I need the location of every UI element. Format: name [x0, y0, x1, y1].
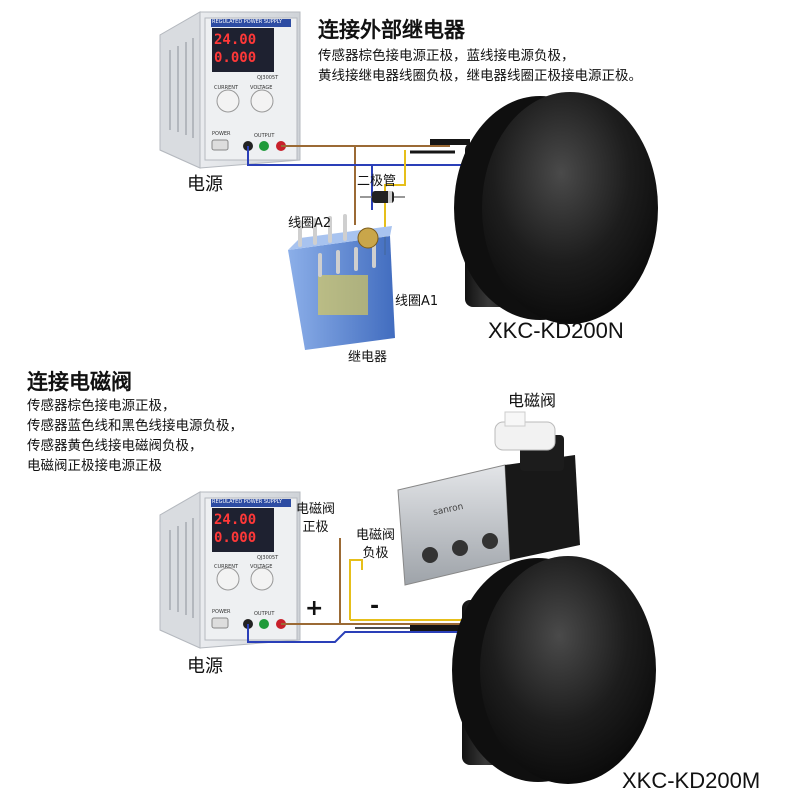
relay-label: 继电器	[348, 350, 388, 365]
section1-title: 连接外部继电器	[318, 18, 465, 42]
valve-negative-label: 电磁阀 负极	[356, 527, 395, 563]
power-supply-1	[159, 11, 301, 169]
psu1-current-label: CURRENT	[214, 85, 239, 91]
section2-description: 传感器棕色接电源正极， 传感器蓝色线和黑色线接电源负极， 传感器黄色线接电磁阀负…	[27, 396, 243, 476]
psu2-output-label: OUTPUT	[254, 611, 275, 617]
psu1-output-label: OUTPUT	[254, 133, 275, 139]
section1-description: 传感器棕色接电源正极，蓝线接电源负极， 黄线接继电器线圈负极，继电器线圈正极接电…	[318, 46, 642, 86]
psu2-model-no: QJ3005T	[257, 555, 279, 561]
section2-desc-line4: 电磁阀正极接电源正极	[27, 458, 162, 474]
coil-a1-label: 线圈A1	[395, 294, 439, 309]
psu2-voltage-label: VOLTAGE	[250, 564, 273, 570]
section2-power-label: 电源	[187, 656, 223, 677]
psu2-brand: REGULATED POWER SUPPLY	[212, 499, 282, 505]
section1-power-label: 电源	[187, 174, 223, 195]
relay	[288, 214, 395, 350]
psu2-voltage-readout: 24.00	[214, 512, 257, 528]
wires-section-2	[247, 538, 470, 643]
minus-sign: -	[370, 594, 380, 619]
plus-sign: +	[305, 596, 324, 621]
psu1-display: 24.00 0.000	[214, 31, 272, 67]
section2-desc-line2: 传感器蓝色线和黑色线接电源负极，	[27, 418, 243, 434]
psu1-voltage-readout: 24.00	[214, 32, 257, 48]
solenoid-valve	[397, 411, 580, 586]
model-kd200m: XKC-KD200M	[622, 768, 761, 793]
valve-label: 电磁阀	[508, 391, 557, 410]
sensor-kd200m	[452, 556, 656, 784]
psu1-brand: REGULATED POWER SUPPLY	[212, 19, 282, 25]
section2-desc-line3: 传感器黄色线接电磁阀负极，	[27, 438, 203, 454]
section1-desc-line1: 传感器棕色接电源正极，蓝线接电源负极，	[318, 48, 575, 64]
power-supply-2	[159, 491, 301, 649]
coil-a2-label: 线圈A2	[288, 216, 332, 231]
sensor-kd200n	[454, 92, 658, 324]
wires-section-1	[247, 139, 470, 255]
valve-positive-line1: 电磁阀	[296, 502, 336, 517]
psu2-current-readout: 0.000	[214, 530, 257, 546]
section2-desc-line1: 传感器棕色接电源正极，	[27, 398, 176, 414]
valve-negative-line2: 负极	[362, 546, 389, 561]
section1-desc-line2: 黄线接继电器线圈负极，继电器线圈正极接电源正极。	[318, 68, 642, 84]
psu1-model-no: QJ3005T	[257, 75, 279, 81]
psu1-voltage-label: VOLTAGE	[250, 85, 273, 91]
valve-positive-label: 电磁阀 正极	[296, 501, 335, 537]
diode	[360, 191, 405, 203]
diode-label: 二极管	[357, 174, 397, 189]
psu2-display: 24.00 0.000	[214, 511, 272, 547]
valve-positive-line2: 正极	[302, 520, 329, 535]
valve-negative-line1: 电磁阀	[356, 528, 396, 543]
psu1-current-readout: 0.000	[214, 50, 257, 66]
psu1-power-label: POWER	[212, 131, 231, 137]
psu2-power-label: POWER	[212, 609, 231, 615]
section2-title: 连接电磁阀	[27, 370, 132, 394]
model-kd200n: XKC-KD200N	[488, 318, 624, 343]
psu2-current-label: CURRENT	[214, 564, 239, 570]
